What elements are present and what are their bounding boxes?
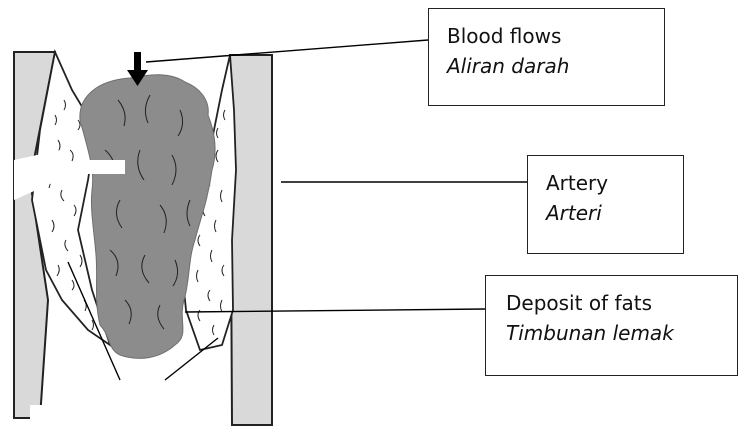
- label-blood-flow: Blood flows Aliran darah: [428, 8, 665, 106]
- label-fat-deposit-ms: Timbunan lemak: [506, 318, 737, 348]
- wall-notch-top: [85, 160, 125, 174]
- leader-blood-flow: [146, 40, 428, 62]
- right-artery-wall: [230, 55, 272, 425]
- label-artery-ms: Arteri: [546, 198, 683, 228]
- label-artery-en: Artery: [546, 168, 683, 198]
- label-blood-flow-en: Blood flows: [447, 21, 664, 51]
- label-fat-deposit-en: Deposit of fats: [506, 288, 737, 318]
- wall-notch-bottom: [30, 405, 120, 427]
- label-fat-deposit: Deposit of fats Timbunan lemak: [485, 275, 738, 376]
- label-blood-flow-ms: Aliran darah: [447, 51, 664, 81]
- label-artery: Artery Arteri: [527, 155, 684, 254]
